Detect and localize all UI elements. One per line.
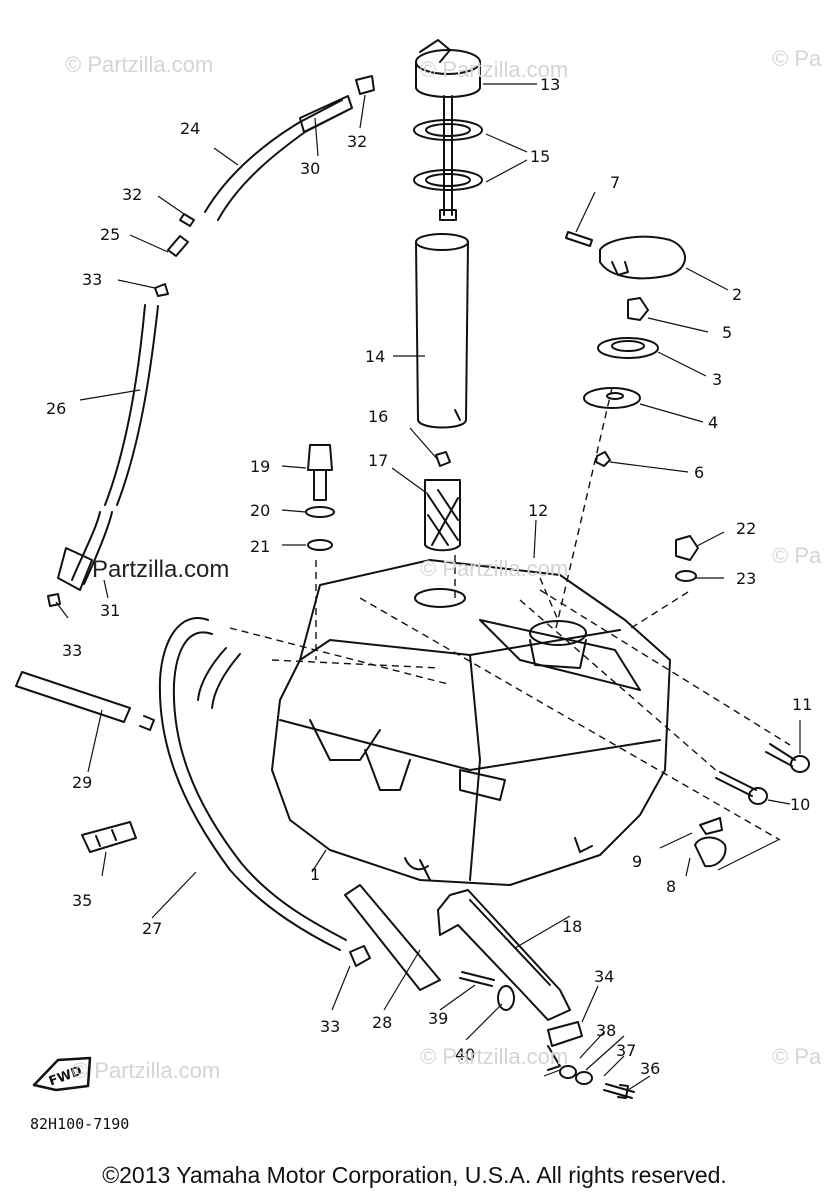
callout-33b: 33 xyxy=(62,641,82,660)
callout-21: 21 xyxy=(250,537,270,556)
callout-3: 3 xyxy=(712,370,722,389)
watermark-partial: © Pa xyxy=(772,1044,822,1069)
callout-32b: 32 xyxy=(122,185,142,204)
hoses-left xyxy=(47,75,375,607)
callout-38: 38 xyxy=(596,1021,616,1040)
callout-24: 24 xyxy=(180,119,200,138)
callout-36: 36 xyxy=(640,1059,660,1078)
callout-8: 8 xyxy=(666,877,676,896)
callout-34: 34 xyxy=(594,967,614,986)
callout-26: 26 xyxy=(46,399,66,418)
callout-40: 40 xyxy=(455,1045,475,1064)
callout-15: 15 xyxy=(530,147,550,166)
watermark: © Partzilla.com xyxy=(420,556,569,581)
watermark-partial: © Pa xyxy=(772,543,822,568)
callout-18: 18 xyxy=(562,917,582,936)
callout-28: 28 xyxy=(372,1013,392,1032)
callout-labels: 1 2 3 4 5 6 7 8 9 10 11 12 13 14 15 16 1… xyxy=(46,75,812,1090)
callout-22: 22 xyxy=(736,519,756,538)
bolt-washers xyxy=(305,444,335,551)
bracket-35 xyxy=(81,821,137,853)
watermark: © Partzilla.com xyxy=(420,1044,569,1069)
callout-29: 29 xyxy=(72,773,92,792)
stay-18 xyxy=(437,889,571,1021)
callout-9: 9 xyxy=(632,852,642,871)
callout-13: 13 xyxy=(540,75,560,94)
fasteners xyxy=(459,971,635,1099)
callout-30: 30 xyxy=(300,159,320,178)
callout-16: 16 xyxy=(368,407,388,426)
callout-33a: 33 xyxy=(82,270,102,289)
callout-5: 5 xyxy=(722,323,732,342)
fwd-arrow xyxy=(32,1056,92,1092)
callout-11: 11 xyxy=(792,695,812,714)
watermark-dark: Partzilla.com xyxy=(92,556,230,583)
clamps-and-bolts-right xyxy=(694,743,810,868)
watermark: © Partzilla.com xyxy=(72,1058,221,1083)
leader-lines xyxy=(55,83,801,1091)
parts-diagram: 1 2 3 4 5 6 7 8 9 10 11 12 13 14 15 16 1… xyxy=(15,39,812,1099)
fuel-tank xyxy=(271,559,671,886)
callout-7: 7 xyxy=(610,173,620,192)
callout-12: 12 xyxy=(528,501,548,520)
callout-14: 14 xyxy=(365,347,385,366)
callout-27: 27 xyxy=(142,919,162,938)
callout-35: 35 xyxy=(72,891,92,910)
fuel-pickup-assembly xyxy=(413,39,483,552)
callout-1: 1 xyxy=(310,865,320,884)
hoses-lower xyxy=(15,617,371,967)
callout-17: 17 xyxy=(368,451,388,470)
callout-31: 31 xyxy=(100,601,120,620)
callout-32a: 32 xyxy=(347,132,367,151)
part-code: 82H100-7190 xyxy=(30,1115,130,1133)
leader-lines-dashed xyxy=(229,387,791,841)
watermark: © Partzilla.com xyxy=(420,57,569,82)
callout-23: 23 xyxy=(736,569,756,588)
callout-10: 10 xyxy=(790,795,810,814)
callout-19: 19 xyxy=(250,457,270,476)
callout-20: 20 xyxy=(250,501,270,520)
callout-6: 6 xyxy=(694,463,704,482)
copyright-notice: ©2013 Yamaha Motor Corporation, U.S.A. A… xyxy=(102,1162,727,1188)
callout-37: 37 xyxy=(616,1041,636,1060)
watermark-partial: © Pa xyxy=(772,46,822,71)
callout-25: 25 xyxy=(100,225,120,244)
callout-2: 2 xyxy=(732,285,742,304)
filler-cap-assembly xyxy=(565,231,686,467)
pad-28 xyxy=(344,884,441,991)
callout-33c: 33 xyxy=(320,1017,340,1036)
cushion-parts xyxy=(675,535,699,582)
callout-4: 4 xyxy=(708,413,718,432)
watermark: © Partzilla.com xyxy=(65,52,214,77)
callout-39: 39 xyxy=(428,1009,448,1028)
